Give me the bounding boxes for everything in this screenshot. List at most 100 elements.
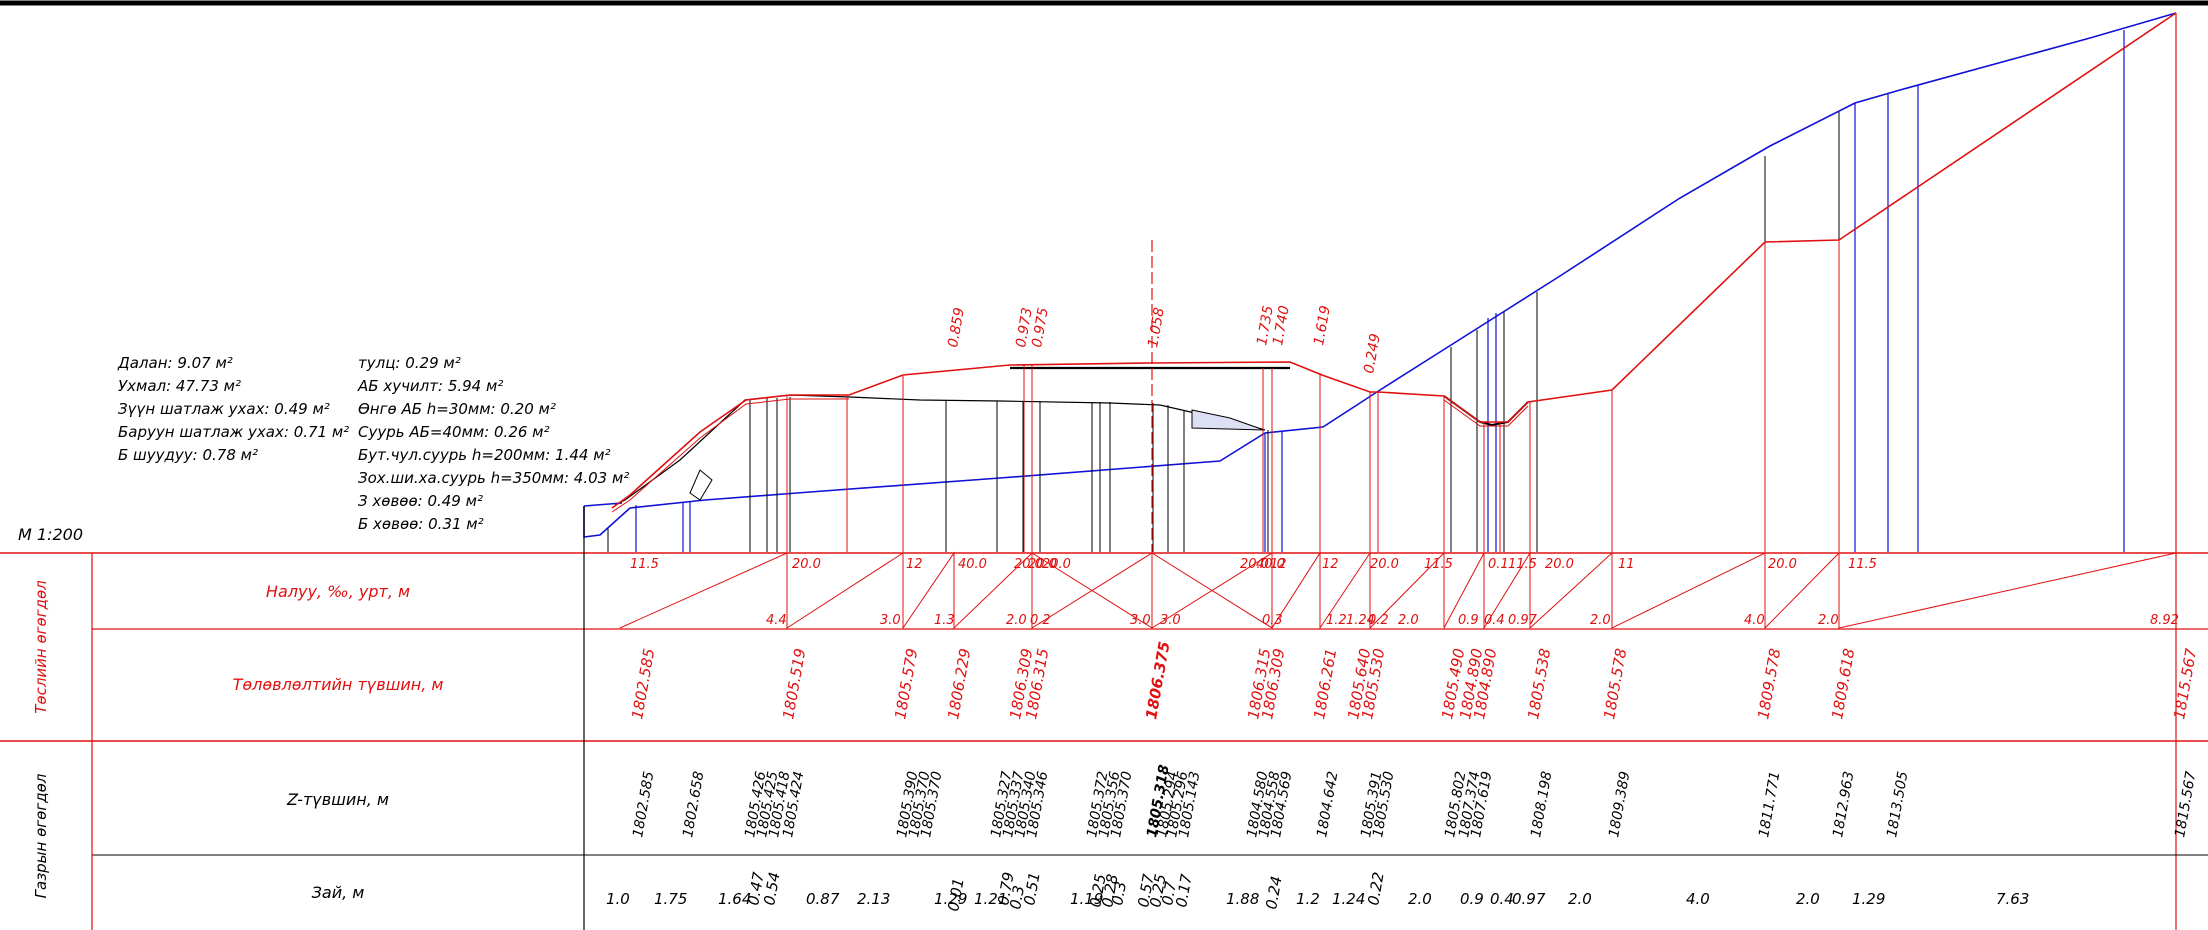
distance-label-27: 0.9 xyxy=(1460,890,1484,908)
distance-label-31: 4.0 xyxy=(1686,890,1710,908)
slope-top-label-0: 11.5 xyxy=(630,557,659,572)
distance-label-13: 1.19 xyxy=(1070,890,1103,908)
slope-top-label-9: 12 xyxy=(1270,557,1287,572)
slope-bottom-label-17: 2.0 xyxy=(1818,613,1839,628)
slope-bottom-label-2: 1.3 xyxy=(934,613,955,628)
black-existing-lines xyxy=(607,112,1840,552)
slope-bottom-label-9: 1.24 xyxy=(1346,613,1375,628)
row-slope-label: Налуу, ‰, урт, м xyxy=(266,582,410,601)
design-elev-label-6: 1806.375 xyxy=(1142,640,1173,721)
z-elev-label-0: 1802.585 xyxy=(630,770,657,839)
blue-ground-line xyxy=(583,12,2177,552)
design-elev-label-18: 1809.618 xyxy=(1828,647,1858,721)
distance-label-1: 1.75 xyxy=(654,890,687,908)
group-design-label: Төслийн өгөгдөл xyxy=(32,580,50,714)
offset-label-1: 0.973 xyxy=(1013,306,1036,348)
design-elev-label-0: 1802.585 xyxy=(628,647,658,721)
slope-bottom-label-13: 0.4 xyxy=(1484,613,1505,628)
slope-bottom-label-0: 4.4 xyxy=(766,613,787,628)
distance-label-8: 0.01 xyxy=(944,877,968,913)
distance-label-26: 2.0 xyxy=(1408,890,1432,908)
slope-bottom-label-7: 0.3 xyxy=(1262,613,1283,628)
distance-label-25: 0.22 xyxy=(1364,871,1388,907)
area-right-5: Зох.ши.ха.суурь h=350мм: 4.03 м² xyxy=(358,469,629,487)
design-elev-label-9: 1806.261 xyxy=(1310,647,1340,721)
design-elev-label-1: 1805.519 xyxy=(779,647,809,721)
design-elev-label-15: 1805.538 xyxy=(1524,647,1554,721)
offset-label-7: 0.249 xyxy=(1361,332,1384,374)
z-elev-label-33: 1813.505 xyxy=(1884,770,1911,839)
offset-label-0: 0.859 xyxy=(945,306,968,348)
slope-bottom-label-12: 0.9 xyxy=(1458,613,1479,628)
distance-label-20: 0.17 xyxy=(1172,872,1196,908)
slope-bottom-label-5: 3.0 xyxy=(1130,613,1151,628)
row-design-elev-label: Төлөвлөлтийн түвшин, м xyxy=(233,675,444,694)
z-elev-label-23: 1804.642 xyxy=(1314,770,1341,839)
slope-top-label-1: 20.0 xyxy=(792,557,821,572)
z-elev-label-30: 1809.389 xyxy=(1606,770,1633,839)
table-grid xyxy=(0,506,2208,930)
area-right-4: Бут.чул.суурь h=200мм: 1.44 м² xyxy=(358,446,611,464)
distance-label-32: 2.0 xyxy=(1796,890,1820,908)
distance-label-28: 0.4 xyxy=(1490,890,1514,908)
distance-label-34: 7.63 xyxy=(1996,890,2029,908)
offset-label-2: 0.975 xyxy=(1029,306,1052,348)
design-elev-label-19: 1815.567 xyxy=(2170,647,2200,721)
distance-label-15: 0.28 xyxy=(1098,873,1122,909)
offset-label-6: 1.619 xyxy=(1311,304,1334,346)
offset-labels: 0.859 0.973 0.975 1.058 1.735 1.740 1.61… xyxy=(945,304,1384,374)
scale-label: M 1:200 xyxy=(18,525,83,544)
slope-top-label-3: 40.0 xyxy=(958,557,987,572)
slope-diagram xyxy=(619,551,2177,630)
slope-top-label-5: 20.0 xyxy=(1028,557,1057,572)
slope-top-label-8: 40.0 xyxy=(1256,557,1285,572)
distance-label-0: 1.0 xyxy=(606,890,630,908)
area-right-3: Суурь АБ=40мм: 0.26 м² xyxy=(358,423,550,441)
slope-bottom-label-15: 2.0 xyxy=(1590,613,1611,628)
distance-label-33: 1.29 xyxy=(1852,890,1885,908)
design-elev-label-2: 1805.579 xyxy=(891,647,921,721)
slope-top-label-11: 20.0 xyxy=(1370,557,1399,572)
slope-top-label-16: 11 xyxy=(1618,557,1635,572)
distance-label-12: 0.51 xyxy=(1020,871,1044,907)
row-z-label: Z-түвшин, м xyxy=(286,790,389,809)
slope-top-label-12: 11.5 xyxy=(1424,557,1453,572)
z-elev-label-32: 1812.963 xyxy=(1830,770,1857,839)
distance-label-22: 0.24 xyxy=(1262,875,1286,911)
distance-label-10: 0.79 xyxy=(994,871,1018,907)
slope-bottom-label-8: 1.2 xyxy=(1326,613,1347,628)
slope-top-label-13: 0.1 xyxy=(1488,557,1509,572)
slope-bottom-label-11: 2.0 xyxy=(1398,613,1419,628)
z-elev-label-1: 1802.658 xyxy=(680,770,707,839)
area-left-0: Далан: 9.07 м² xyxy=(117,354,233,372)
slope-top-label-4: 20.0 xyxy=(1014,557,1043,572)
area-left-3: Баруун шатлаж ухах: 0.71 м² xyxy=(118,423,349,441)
slope-top-label-10: 12 xyxy=(1322,557,1339,572)
distance-label-9: 1.21 xyxy=(974,890,1007,908)
area-right-0: тулц: 0.29 м² xyxy=(358,354,461,372)
distance-label-29: 0.97 xyxy=(1512,890,1546,908)
area-left-1: Ухмал: 47.73 м² xyxy=(118,377,241,395)
z-elev-label-31: 1811.771 xyxy=(1756,770,1783,839)
distance-label-3: 0.47 xyxy=(744,870,768,906)
distance-label-4: 0.54 xyxy=(760,871,784,907)
slope-bottom-label-16: 4.0 xyxy=(1744,613,1765,628)
distance-label-23: 1.2 xyxy=(1296,890,1320,908)
area-right-1: АБ хучилт: 5.94 м² xyxy=(357,377,503,395)
slope-bottom-label-6: 3.0 xyxy=(1160,613,1181,628)
slope-bottom-label-14: 0.97 xyxy=(1508,613,1538,628)
slope-top-label-18: 11.5 xyxy=(1848,557,1877,572)
distance-label-17: 0.57 xyxy=(1134,872,1158,908)
slope-bottom-label-1: 3.0 xyxy=(880,613,901,628)
offset-label-4: 1.735 xyxy=(1254,304,1277,346)
distance-label-14: 0.25 xyxy=(1086,873,1110,909)
distance-label-11: 0.3 xyxy=(1006,884,1028,911)
slope-bottom-label-3: 2.0 xyxy=(1006,613,1027,628)
offset-label-3: 1.058 xyxy=(1145,306,1168,348)
distance-label-21: 1.88 xyxy=(1226,890,1259,908)
